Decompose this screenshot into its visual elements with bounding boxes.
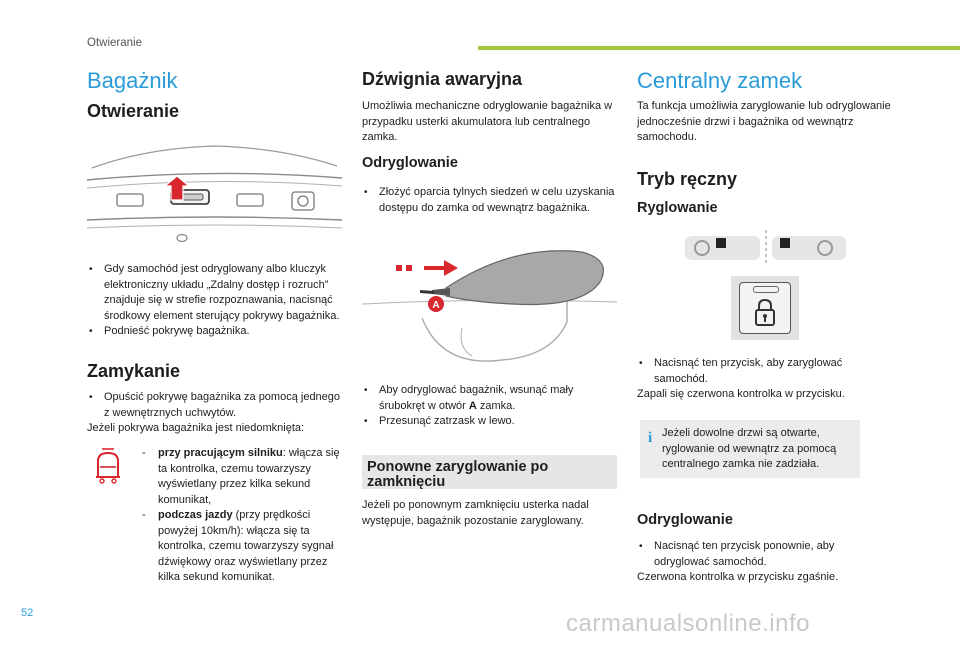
header-accent-bar: [478, 46, 960, 50]
info-icon: i: [648, 430, 653, 446]
closing-instructions: Opuścić pokrywę bagażnika za pomocą jedn…: [87, 390, 342, 437]
title-centralny-zamek: Centralny zamek: [637, 68, 803, 93]
page-number: 52: [21, 607, 34, 619]
info-text: Jeżeli dowolne drzwi są otwarte, ryglowa…: [662, 427, 837, 470]
trunk-handle-illustration: [87, 138, 342, 250]
closing-note: Jeżeli pokrywa bagażnika jest niedomknię…: [87, 422, 305, 434]
emergency-intro: Umożliwia mechaniczne odryglowanie bagaż…: [362, 100, 613, 143]
heading-otwieranie: Otwieranie: [87, 101, 180, 121]
opening-bullet: Gdy samochód jest odryglowany albo klucz…: [87, 262, 342, 324]
lock-note: Zapali się czerwona kontrolka w przycisk…: [637, 388, 845, 400]
unlock-bullet: Nacisnąć ten przycisk ponownie, aby odry…: [637, 539, 892, 570]
heading-odryglowanie: Odryglowanie: [637, 512, 733, 528]
relock-text: Jeżeli po ponownym zamknięciu usterka na…: [362, 499, 589, 527]
info-box: i Jeżeli dowolne drzwi są otwarte, ryglo…: [640, 420, 860, 478]
heading-zamykanie: Zamykanie: [87, 361, 181, 381]
unlock-note: Czerwona kontrolka w przycisku zgaśnie.: [637, 571, 839, 583]
central-lock-intro: Ta funkcja umożliwia zaryglowanie lub od…: [637, 100, 891, 143]
lock-bullet: Nacisnąć ten przycisk, aby zaryglować sa…: [637, 356, 892, 387]
central-lock-button[interactable]: [731, 276, 799, 340]
heading-tryb-reczny: Tryb ręczny: [637, 169, 738, 189]
heading-ponowne-zaryglowanie: Ponowne zaryglowanie po zamknięciu: [367, 459, 549, 490]
unlock-bullet: Złożyć oparcia tylnych siedzeń w celu uz…: [362, 185, 617, 216]
padlock-icon: [753, 298, 777, 328]
warning-conditions: - przy pracującym silniku: włącza się ta…: [142, 446, 342, 586]
watermark: carmanualsonline.info: [566, 610, 810, 637]
emergency-unlock-instructions: Złożyć oparcia tylnych siedzeń w celu uz…: [362, 185, 617, 216]
lock-instructions: Nacisnąć ten przycisk, aby zaryglować sa…: [637, 356, 892, 403]
heading-ryglowanie: Ryglowanie: [637, 200, 718, 216]
trunk-open-warning-icon: [94, 447, 122, 485]
section-header: Otwieranie: [87, 37, 142, 49]
title-bagaznik: Bagażnik: [87, 68, 178, 93]
closing-bullet: Opuścić pokrywę bagażnika za pomocą jedn…: [87, 390, 342, 421]
heading-dzwignia-awaryjna: Dźwignia awaryjna: [362, 69, 523, 89]
relock-heading-box: Ponowne zaryglowanie po zamknięciu: [362, 455, 617, 490]
unlock-instructions: Nacisnąć ten przycisk ponownie, aby odry…: [637, 539, 892, 586]
step-bullet: Aby odryglować bagażnik, wsunąć mały śru…: [362, 383, 617, 414]
lock-indicator-illustration: [680, 228, 850, 268]
figure-label-a: A: [432, 300, 439, 311]
warning-item: - przy pracującym silniku: włącza się ta…: [142, 447, 340, 506]
opening-bullet: Podnieść pokrywę bagażnika.: [87, 324, 342, 340]
heading-odryglowanie-awaryjne: Odryglowanie: [362, 155, 458, 171]
lock-led-indicator: [753, 286, 779, 293]
emergency-steps: Aby odryglować bagażnik, wsunąć mały śru…: [362, 383, 617, 430]
screwdriver-illustration: A: [362, 238, 617, 370]
warning-item: - podczas jazdy (przy prędkości powyżej …: [142, 509, 334, 583]
opening-instructions: Gdy samochód jest odryglowany albo klucz…: [87, 262, 342, 340]
step-bullet: Przesunąć zatrzask w lewo.: [362, 414, 617, 430]
